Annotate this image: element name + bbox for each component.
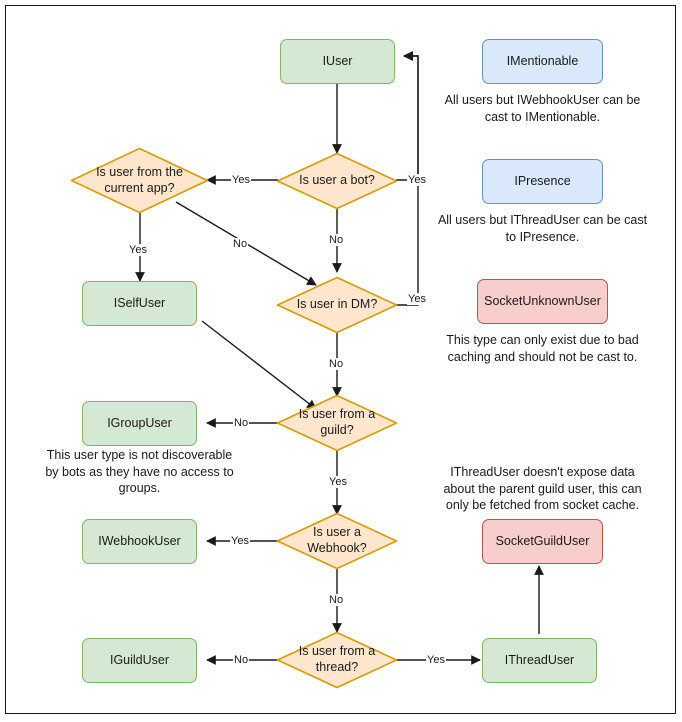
node-iguilduser[interactable]: IGuildUser <box>82 638 197 683</box>
node-socketunknownuser[interactable]: SocketUnknownUser <box>477 279 608 324</box>
edge-label-thread-yes: Yes <box>426 654 446 667</box>
edge-label-currentapp-no: No <box>232 238 249 251</box>
node-is-user-from-current-app-label: Is user from the current app? <box>96 164 183 195</box>
edge-label-bot-yes-right: Yes <box>407 174 427 187</box>
node-is-user-from-a-guild-label: Is user from a guild? <box>298 407 376 437</box>
node-is-user-from-a-thread[interactable]: Is user from a thread? <box>276 631 398 689</box>
note-ipresence: All users but IThreadUser can be cast to… <box>437 213 648 244</box>
node-socketguilduser-label: SocketGuildUser <box>495 533 590 548</box>
node-ipresence[interactable]: IPresence <box>482 159 603 204</box>
node-iuser-label: IUser <box>322 53 353 68</box>
node-igroupuser-label: IGroupUser <box>107 415 172 430</box>
node-is-user-a-bot[interactable]: Is user a bot? <box>276 152 398 210</box>
node-ithreaduser[interactable]: IThreadUser <box>482 638 597 683</box>
edge-bot-yes-to-iuser <box>396 51 419 181</box>
node-iwebhookuser-label: IWebhookUser <box>98 533 181 548</box>
node-iwebhookuser[interactable]: IWebhookUser <box>82 519 197 564</box>
edge-label-bot-to-currentapp-yes: Yes <box>231 174 251 187</box>
node-is-user-a-bot-label: Is user a bot? <box>299 173 375 188</box>
edge-label-webhook-no: No <box>328 594 345 607</box>
node-is-user-from-a-thread-label: Is user from a thread? <box>298 644 376 674</box>
node-iguilduser-label: IGuildUser <box>109 652 170 667</box>
node-iuser[interactable]: IUser <box>280 39 395 84</box>
edge-label-dm-no: No <box>328 358 345 371</box>
node-igroupuser[interactable]: IGroupUser <box>82 401 197 446</box>
node-imentionable-label: IMentionable <box>506 53 579 68</box>
node-iselfuser-label: ISelfUser <box>113 295 166 310</box>
node-ipresence-label: IPresence <box>514 173 571 188</box>
edge-label-guild-yes: Yes <box>328 476 348 489</box>
note-imentionable: All users but IWebhookUser can be cast t… <box>444 93 641 124</box>
edge-label-currentapp-yes: Yes <box>128 244 148 257</box>
node-iselfuser[interactable]: ISelfUser <box>82 281 197 326</box>
node-is-user-from-current-app[interactable]: Is user from the current app? <box>70 147 209 214</box>
edge-label-dm-yes: Yes <box>407 293 427 306</box>
note-socketunknownuser: This type can only exist due to bad cach… <box>446 333 639 364</box>
node-imentionable[interactable]: IMentionable <box>482 39 603 84</box>
node-socketunknownuser-label: SocketUnknownUser <box>484 293 601 308</box>
node-is-user-in-dm-label: Is user in DM? <box>296 297 378 312</box>
note-ithreaduser: IThreadUser doesn't expose data about th… <box>443 465 642 512</box>
edge-label-guild-no: No <box>233 417 250 430</box>
node-is-user-a-webhook-label: Is user a Webhook? <box>307 525 367 555</box>
diagram-canvas: right then up to IUser --> down to Is us… <box>5 5 676 714</box>
node-is-user-from-a-guild[interactable]: Is user from a guild? <box>276 394 398 452</box>
edge-label-webhook-yes: Yes <box>230 535 250 548</box>
node-socketguilduser[interactable]: SocketGuildUser <box>482 519 603 564</box>
edge-label-thread-no: No <box>233 654 250 667</box>
note-igroupuser: This user type is not discoverable by bo… <box>45 448 234 495</box>
node-ithreaduser-label: IThreadUser <box>504 652 575 667</box>
node-is-user-in-dm[interactable]: Is user in DM? <box>276 276 398 334</box>
edge-label-bot-no: No <box>328 234 345 247</box>
node-is-user-a-webhook[interactable]: Is user a Webhook? <box>276 512 398 570</box>
